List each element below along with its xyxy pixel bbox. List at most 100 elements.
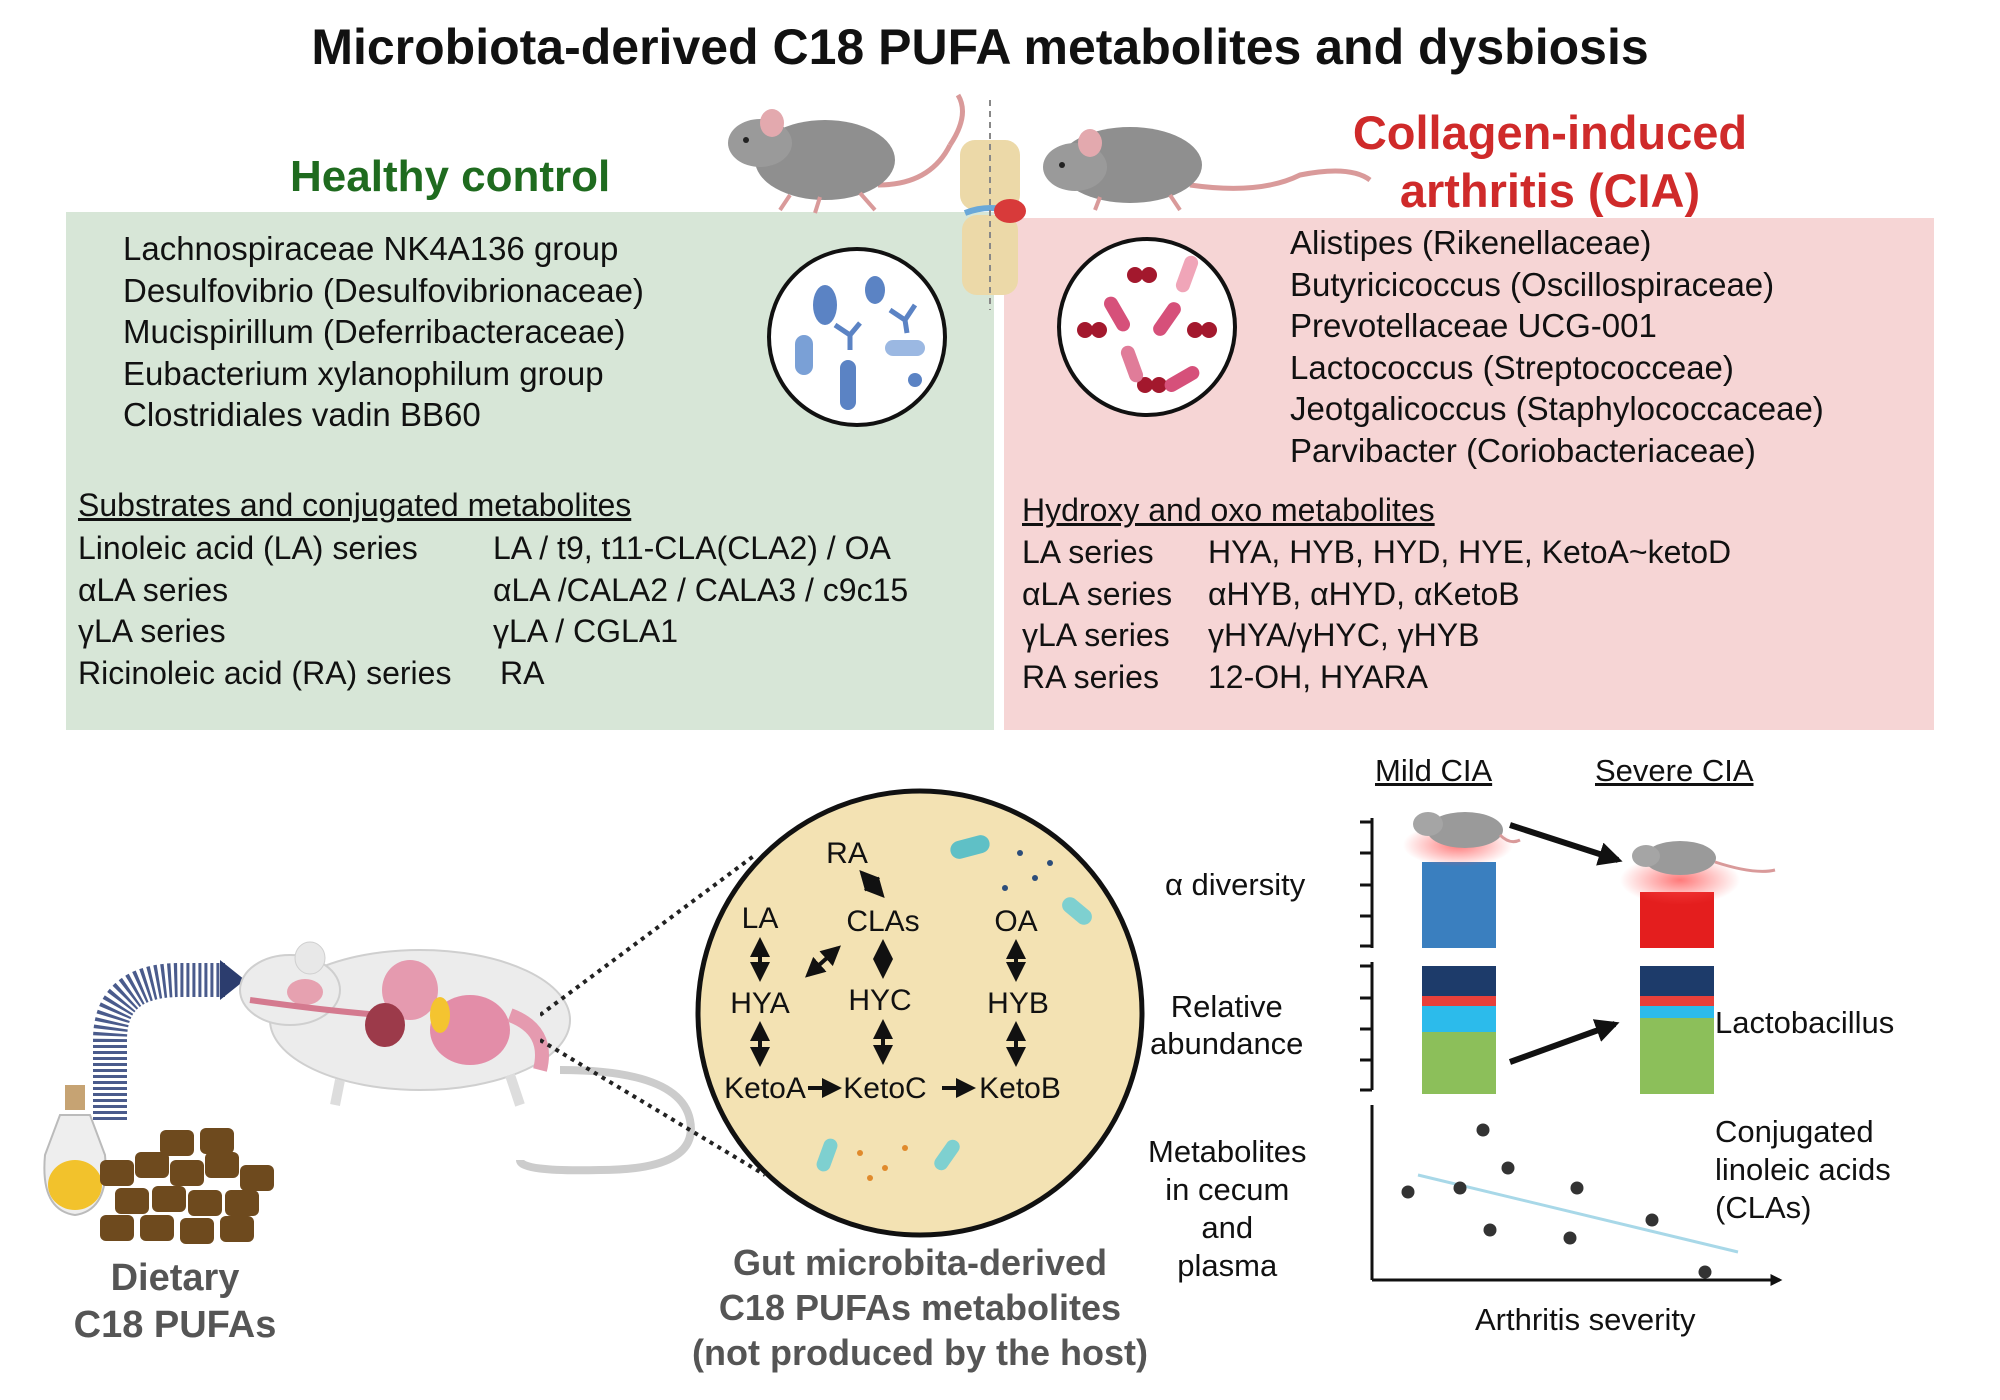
abundance-segment-cyan xyxy=(1422,1006,1496,1032)
metabolites-label-line1: Metabolites xyxy=(1148,1134,1307,1169)
scatter-axes xyxy=(1370,1105,1783,1286)
main-title: Microbiota-derived C18 PUFA metabolites … xyxy=(311,19,1649,75)
cia-series-metabolites: αHYB, αHYD, αKetoB xyxy=(1208,576,1520,612)
zoom-lines xyxy=(540,853,767,1177)
cia-taxon: Jeotgalicoccus (Staphylococcaceae) xyxy=(1290,390,1824,427)
trend-line xyxy=(1417,1173,1739,1254)
lactobacillus-label: Lactobacillus xyxy=(1715,1005,1895,1040)
abundance-segment-green xyxy=(1640,1018,1714,1094)
healthy-taxon: Desulfovibrio (Desulfovibrionaceae) xyxy=(123,271,644,309)
mild-alpha-bar xyxy=(1422,862,1496,948)
cia-heading-line1: Collagen-induced xyxy=(1352,106,1748,159)
lactobacillus-arrow xyxy=(1508,1019,1620,1065)
cia-series-name: RA series xyxy=(1022,659,1159,695)
x-axis-label: Arthritis severity xyxy=(1475,1302,1696,1337)
healthy-section-heading: Substrates and conjugated metabolites xyxy=(78,487,632,523)
cla-label-line1: Conjugated xyxy=(1715,1114,1874,1149)
cia-heading: Collagen-induced arthritis (CIA) xyxy=(1260,104,1840,220)
cia-mouse-icon xyxy=(1043,127,1372,212)
healthy-series-name: αLA series xyxy=(78,572,229,608)
node-ketob: KetoB xyxy=(979,1072,1061,1105)
arrow-ra-clas xyxy=(859,870,885,898)
node-ketoc: KetoC xyxy=(843,1072,926,1105)
severe-mouse-icon xyxy=(1632,841,1776,875)
node-clas: CLAs xyxy=(846,905,919,938)
alpha-diversity-label: α diversity xyxy=(1165,867,1306,902)
node-la: LA xyxy=(742,902,779,935)
node-oa: OA xyxy=(994,905,1037,938)
healthy-taxon: Lachnospiraceae NK4A136 group xyxy=(123,230,619,267)
cia-taxon: Prevotellaceae UCG-001 xyxy=(1290,307,1657,344)
joint-icon xyxy=(960,140,1026,295)
arrow-icon xyxy=(93,960,245,1120)
cia-bacteria-icon xyxy=(1057,237,1237,417)
metabolites-label: Metabolites in cecum and plasma xyxy=(1148,1133,1307,1285)
schematic-charts xyxy=(1360,812,1783,1286)
abundance-segment-red xyxy=(1640,996,1714,1006)
cia-taxon: Butyricicoccus (Oscillospiraceae) xyxy=(1290,265,1775,303)
healthy-series-metabolites: αLA /CALA2 / CALA3 / c9c15 xyxy=(493,572,909,608)
diet-caption: Dietary C18 PUFAs xyxy=(40,1255,310,1349)
cia-series-metabolites: γHYA/γHYC, γHYB xyxy=(1208,617,1480,653)
abundance-segment-green xyxy=(1422,1032,1496,1094)
healthy-series-metabolites: γLA / CGLA1 xyxy=(493,613,678,649)
progression-arrow xyxy=(1509,822,1623,866)
diet-illustration xyxy=(43,941,695,1244)
abundance-segment-navy xyxy=(1640,966,1714,996)
cla-label-line3: (CLAs) xyxy=(1715,1190,1812,1225)
healthy-taxa-list: Lachnospiraceae NK4A136 group Desulfovib… xyxy=(123,228,644,436)
healthy-bacteria-icon xyxy=(767,247,947,427)
bacteria-decoration-icon xyxy=(816,835,1092,1181)
metabolites-label-line3: and xyxy=(1201,1210,1254,1245)
abundance-segment-cyan xyxy=(1640,1006,1714,1018)
abundance-label-line1: Relative xyxy=(1170,989,1283,1024)
healthy-series-metabolites: RA xyxy=(500,655,545,691)
abundance-label-line2: abundance xyxy=(1150,1026,1304,1061)
healthy-taxon: Eubacterium xylanophilum group xyxy=(123,354,604,392)
cia-taxa-list: Alistipes (Rikenellaceae) Butyricicoccus… xyxy=(1290,222,1824,471)
food-pellets-icon xyxy=(100,1128,274,1244)
cia-series-name: αLA series xyxy=(1022,576,1173,612)
severe-inflammation-glow xyxy=(1620,855,1740,905)
cia-series-metabolites: HYA, HYB, HYD, HYE, KetoA~ketoD xyxy=(1208,534,1732,570)
abundance-segment-navy xyxy=(1422,966,1496,996)
scatter-points xyxy=(1401,1123,1712,1279)
healthy-heading: Healthy control xyxy=(290,152,611,201)
node-hyb: HYB xyxy=(987,987,1049,1020)
cia-taxon: Parvibacter (Coriobacteriaceae) xyxy=(1290,431,1756,469)
alpha-axis xyxy=(1360,818,1374,948)
healthy-series-metabolites: LA / t9, t11-CLA(CLA2) / OA xyxy=(493,530,891,566)
node-ra: RA xyxy=(826,837,868,870)
diet-caption-line1: Dietary xyxy=(110,1257,240,1299)
abundance-segment-red xyxy=(1422,996,1496,1006)
diet-caption-line2: C18 PUFAs xyxy=(73,1304,277,1346)
mouse-anatomy-icon xyxy=(239,941,695,1175)
abundance-axis xyxy=(1360,962,1374,1092)
cia-taxon: Alistipes (Rikenellaceae) xyxy=(1290,224,1652,261)
cia-section-heading: Hydroxy and oxo metabolites xyxy=(1022,492,1435,528)
abundance-label: Relative abundance xyxy=(1150,988,1303,1062)
mild-mouse-icon xyxy=(1413,812,1521,848)
pathway-caption-line3: (not produced by the host) xyxy=(692,1332,1148,1373)
node-hyc: HYC xyxy=(848,984,911,1017)
healthy-mouse-icon xyxy=(728,93,965,214)
pathway-caption: Gut microbita-derived C18 PUFAs metaboli… xyxy=(640,1240,1200,1375)
pathway-caption-line1: Gut microbita-derived xyxy=(732,1242,1108,1283)
cla-label: Conjugated linoleic acids (CLAs) xyxy=(1715,1113,1891,1227)
cia-series-name: γLA series xyxy=(1022,617,1170,653)
cia-taxon: Lactococcus (Streptococceae) xyxy=(1290,348,1734,386)
cia-series-name: LA series xyxy=(1022,534,1154,570)
mild-cia-label: Mild CIA xyxy=(1375,753,1493,788)
cia-series-metabolites: 12-OH, HYARA xyxy=(1208,659,1428,695)
severe-cia-label: Severe CIA xyxy=(1595,753,1754,788)
pathway-caption-line2: C18 PUFAs metabolites xyxy=(718,1287,1122,1328)
node-hya: HYA xyxy=(730,987,789,1020)
cla-label-line2: linoleic acids xyxy=(1715,1152,1891,1187)
healthy-series-name: Linoleic acid (LA) series xyxy=(78,530,418,566)
healthy-series-name: Ricinoleic acid (RA) series xyxy=(78,655,452,691)
healthy-taxon: Mucispirillum (Deferribacteraceae) xyxy=(123,313,626,350)
pathway-background xyxy=(695,788,1145,1238)
top-illustration xyxy=(728,93,1372,310)
metabolites-label-line2: in cecum xyxy=(1165,1172,1290,1207)
metabolites-label-line4: plasma xyxy=(1177,1248,1278,1283)
